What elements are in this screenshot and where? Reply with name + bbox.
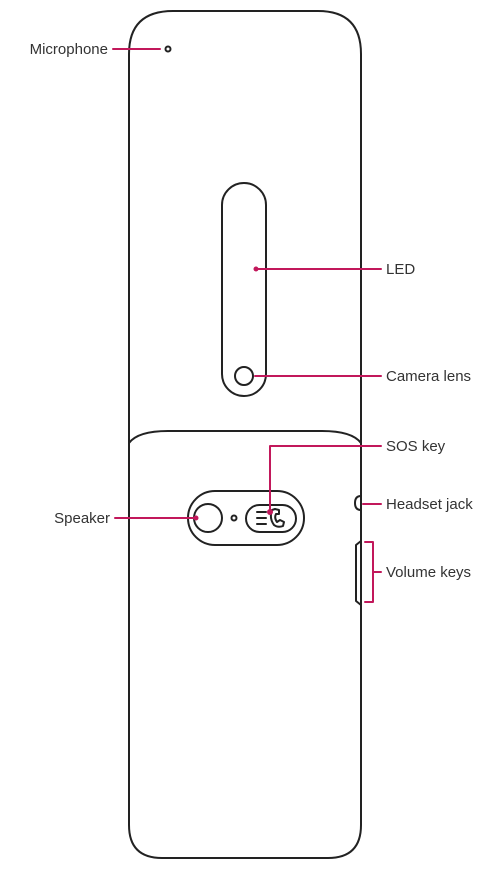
- sos-key-dot: [267, 509, 273, 515]
- label-volume-keys: Volume keys: [386, 564, 471, 581]
- sos-phone-icon: [256, 508, 285, 528]
- microphone-hole: [164, 45, 172, 53]
- label-microphone: Microphone: [30, 41, 108, 58]
- label-headset-jack: Headset jack: [386, 496, 473, 513]
- phone-outline: [128, 10, 362, 859]
- label-camera-lens: Camera lens: [386, 368, 471, 385]
- camera-lens: [234, 366, 254, 386]
- speaker-dot: [193, 515, 199, 521]
- volume-keys: [355, 540, 362, 606]
- labels: Microphone LED Camera lens SOS key Speak…: [30, 41, 474, 581]
- lid-seam: [128, 430, 362, 444]
- volume-keys-bracket: [364, 541, 374, 603]
- led-dot: [253, 266, 259, 272]
- sos-key-leader: [269, 445, 382, 513]
- callouts: [112, 48, 382, 603]
- phone-body: [128, 10, 362, 859]
- label-speaker: Speaker: [54, 510, 110, 527]
- headset-jack: [354, 495, 362, 511]
- label-led: LED: [386, 261, 415, 278]
- led-strip: [221, 182, 267, 397]
- small-hole: [230, 514, 238, 522]
- label-sos-key: SOS key: [386, 438, 446, 455]
